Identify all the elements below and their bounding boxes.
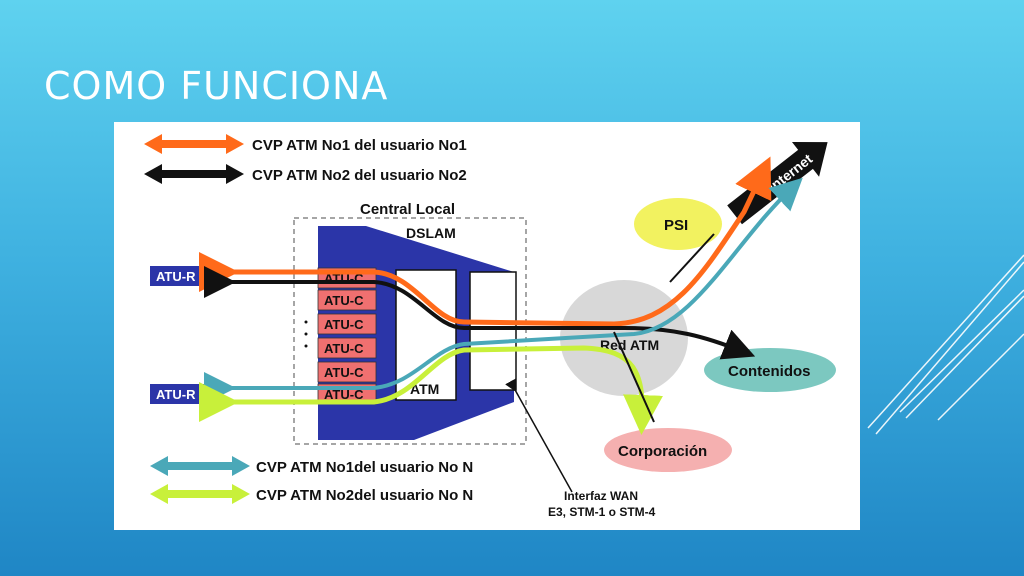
atu-c-label-3: ATU-C [324, 317, 364, 332]
legend-green-arrow [150, 484, 250, 504]
legend-orange-arrow [144, 134, 244, 154]
legend-black-arrow [144, 164, 244, 184]
atu-r-label-bottom: ATU-R [156, 387, 196, 402]
corporacion-cloud [604, 428, 732, 472]
flow-green [199, 345, 664, 435]
legend-label-2: CVP ATM No2 del usuario No2 [252, 167, 467, 184]
network-diagram: CVP ATM No1 del usuario No1 CVP ATM No2 … [114, 122, 860, 530]
wan-line-2: E3, STM-1 o STM-4 [548, 505, 656, 519]
legend-top: CVP ATM No1 del usuario No1 CVP ATM No2 … [144, 134, 467, 184]
corporacion-label: Corporación [618, 443, 707, 460]
atu-c-label-2: ATU-C [324, 293, 364, 308]
legend-label-4: CVP ATM No2del usuario No N [256, 487, 473, 504]
legend-teal-arrow [150, 456, 250, 476]
slide-title: COMO FUNCIONA [44, 64, 389, 108]
atu-r-label-top: ATU-R [156, 269, 196, 284]
central-local-title: Central Local [360, 201, 455, 218]
atu-c-label-5: ATU-C [324, 365, 364, 380]
legend-label-3: CVP ATM No1del usuario No N [256, 459, 473, 476]
atu-c-label-4: ATU-C [324, 341, 364, 356]
wan-port [469, 271, 517, 391]
wan-line-1: Interfaz WAN [564, 489, 638, 503]
flow-teal [204, 177, 803, 404]
wan-callout-line [505, 378, 573, 493]
contenidos-label: Contenidos [728, 363, 811, 380]
legend-label-1: CVP ATM No1 del usuario No1 [252, 137, 467, 154]
psi-label: PSI [664, 217, 688, 234]
dslam-label: DSLAM [406, 225, 456, 241]
legend-bottom: CVP ATM No1del usuario No N CVP ATM No2d… [150, 456, 473, 504]
atu-r-top [150, 266, 210, 286]
atu-r-bottom [150, 384, 210, 404]
